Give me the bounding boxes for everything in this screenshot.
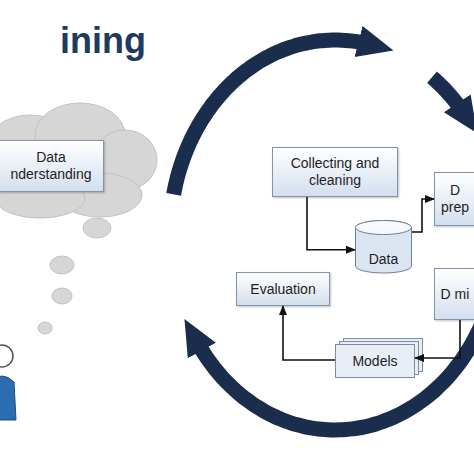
diagram-title: ining [60,20,146,62]
cylinder-body [356,221,412,274]
cycle-arrow [195,302,474,430]
process-box: Data nderstanding [0,140,104,192]
process-box: Collecting and cleaning [272,147,398,197]
thought-cloud [0,103,157,334]
flow-arrow [415,320,460,358]
thought-bubble [38,322,52,334]
process-box: D prep [434,172,474,226]
flow-arrow [307,197,355,250]
stack-sheet [336,345,415,378]
flow-arrow [283,306,335,360]
node-label: Models [352,353,397,370]
node-label: Evaluation [250,281,315,298]
process-box: D mi [434,268,474,320]
node-label: D prep [438,182,472,216]
document-stack: Models [335,338,423,378]
node-label: D mi [441,286,470,303]
process-box: Evaluation [236,272,330,306]
thought-bubble [83,218,111,238]
thought-bubble [50,256,74,274]
thought-bubble [52,288,72,304]
person-icon [0,345,16,420]
node-label: Data nderstanding [2,149,100,183]
cycle-arrows [174,40,474,430]
person-head [0,345,13,367]
cycle-arrow [432,77,465,115]
node-label: Data [369,251,399,268]
data-store: Data [355,220,412,274]
node-label: Collecting and cleaning [276,155,394,189]
person-body [0,376,16,420]
flow-arrow [412,199,434,232]
cylinder-top [356,221,412,235]
